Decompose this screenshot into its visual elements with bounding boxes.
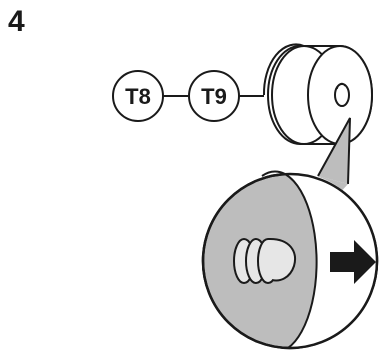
part-t9: T9 [188,70,240,122]
part-t9-label: T9 [201,84,227,109]
part-t8: T8 [112,70,164,122]
spring-coil-icon [233,237,296,284]
right-arrow-icon [330,240,376,284]
toilet-paper-roll-icon [262,43,373,145]
callout-pointer [317,117,351,185]
part-t8-label: T8 [125,84,151,109]
step-number: 4 [8,5,25,38]
